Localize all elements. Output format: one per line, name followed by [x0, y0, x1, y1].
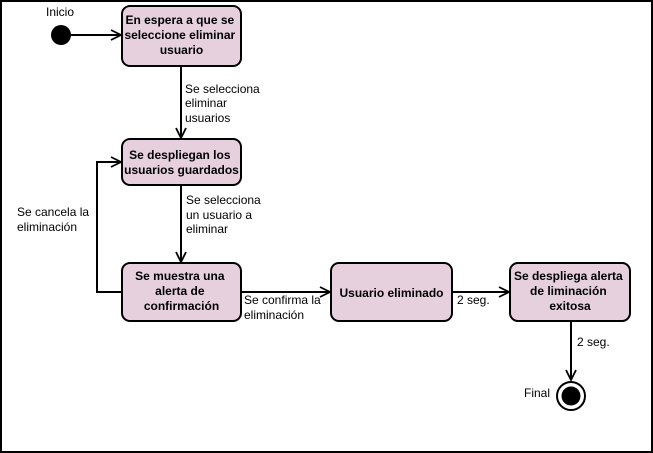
state-eliminado-line-1: Usuario eliminado	[339, 286, 443, 300]
transition-label-seleccionar-usuario: Se selecciona un usuario a eliminar	[186, 193, 264, 236]
svg-text:Se muestra una alerta de: Se muestra una alerta de confirmación	[135, 269, 228, 313]
edge-cancel-loop	[96, 162, 122, 293]
state-alerta-confirmacion-line-1: Se muestra una	[135, 269, 225, 283]
state-alerta-confirmacion: Se muestra una alerta de confirmación	[121, 262, 242, 322]
transition-label-seleccionar-usuario-line-2: un usuario a	[186, 208, 252, 222]
transition-label-2seg-a: 2 seg.	[457, 293, 490, 307]
svg-text:Se despliega alerta de l: Se despliega alerta de liminación exitos…	[514, 269, 626, 313]
transition-label-seleccionar-usuario-line-1: Se selecciona	[186, 193, 261, 207]
state-esperando: En espera a que se seleccione eliminar u…	[121, 5, 242, 67]
svg-text:Usuario eliminado: Usuario eliminado	[339, 286, 443, 300]
initial-node	[51, 25, 71, 45]
transition-label-2seg-b: 2 seg.	[577, 335, 610, 349]
final-node-core	[561, 386, 581, 406]
transition-label-confirmar-line-2: eliminación	[244, 308, 304, 322]
transition-label-seleccionar: Se selecciona eliminar usuarios	[185, 82, 263, 125]
state-alerta-exito-line-2: de liminación	[530, 284, 607, 298]
svg-text:En espera a que se selec: En espera a que se seleccione eliminar u…	[124, 13, 238, 57]
transition-label-confirmar-line-1: Se confirma la	[244, 293, 321, 307]
state-esperando-line-3: usuario	[160, 43, 203, 57]
transition-label-cancelar-line-1: Se cancela la	[17, 205, 89, 219]
state-alerta-confirmacion-line-3: confirmación	[144, 299, 219, 313]
state-eliminado: Usuario eliminado	[330, 262, 453, 322]
transition-label-seleccionar-line-1: Se selecciona	[185, 82, 260, 96]
final-label: Final	[524, 386, 550, 400]
state-alerta-exito-line-1: Se despliega alerta	[514, 269, 623, 283]
transition-label-cancelar: Se cancela la eliminación	[17, 205, 92, 234]
state-despliegan: Se despliegan los usuarios guardados	[121, 138, 242, 186]
svg-text:Se despliegan los usuari: Se despliegan los usuarios guardados	[124, 148, 239, 177]
state-alerta-confirmacion-line-2: alerta de	[155, 284, 205, 298]
state-alerta-exito-line-3: exitosa	[549, 299, 591, 313]
state-esperando-line-1: En espera a que se	[125, 13, 234, 27]
state-esperando-line-2: seleccione eliminar	[124, 28, 235, 42]
state-despliegan-line-2: usuarios guardados	[124, 163, 239, 177]
initial-label: Inicio	[46, 5, 74, 19]
state-despliegan-line-1: Se despliegan los	[129, 148, 231, 162]
state-alerta-exito: Se despliega alerta de liminación exitos…	[509, 262, 631, 322]
transition-label-confirmar: Se confirma la eliminación	[244, 293, 324, 322]
transition-label-seleccionar-line-3: usuarios	[185, 111, 230, 125]
transition-label-seleccionar-line-2: eliminar	[185, 96, 227, 110]
transition-label-seleccionar-usuario-line-3: eliminar	[186, 222, 228, 236]
transition-label-cancelar-line-2: eliminación	[17, 220, 77, 234]
